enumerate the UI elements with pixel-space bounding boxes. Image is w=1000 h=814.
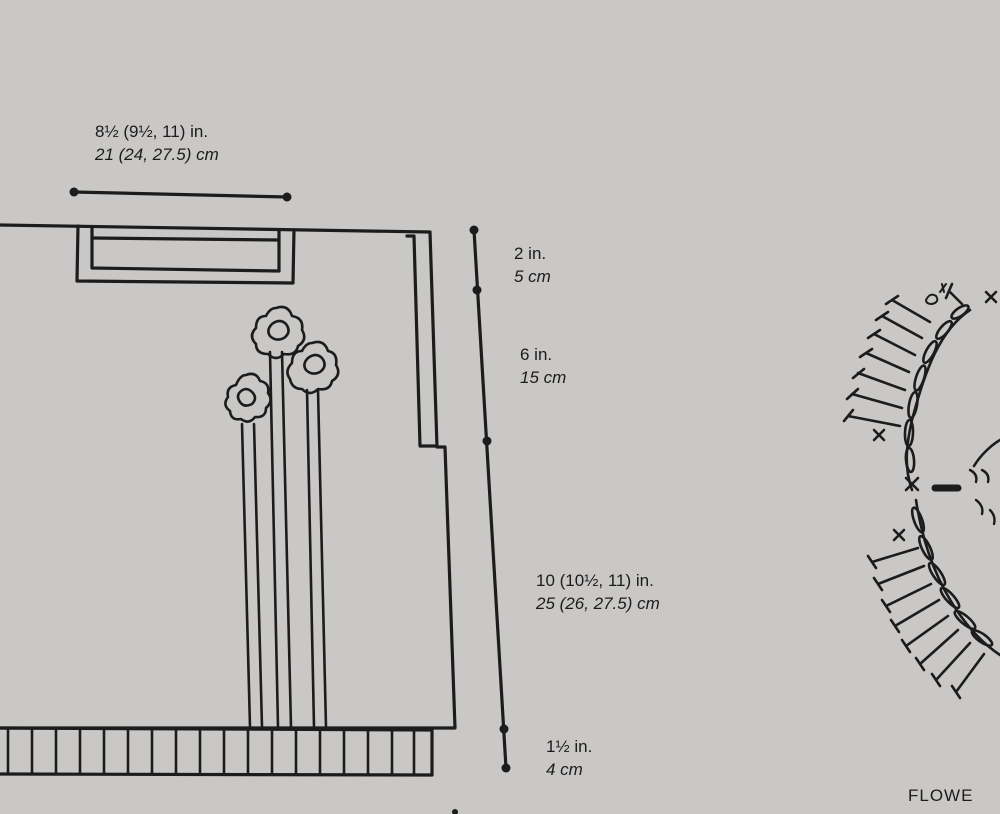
double-crochet-stitches-upper (842, 282, 964, 428)
armhole-top-cm: 5 cm (514, 267, 551, 286)
flower-right (286, 340, 340, 395)
length-dimension-line (469, 225, 511, 773)
neck-width-inches: 8½ (9½, 11) in. (95, 122, 209, 141)
ribbing-cm: 4 cm (546, 760, 583, 779)
neck-width-label: 8½ (9½, 11) in. 21 (24, 27.5) cm (95, 120, 219, 166)
double-crochet-stitches-lower (866, 546, 986, 700)
ribbing-inches: 1½ in. (546, 737, 593, 756)
armhole-label: 6 in. 15 cm (520, 343, 566, 389)
edge-dot (452, 809, 458, 814)
neckline-shape (75, 224, 296, 285)
flower-top (250, 305, 306, 360)
body-length-inches: 10 (10½, 11) in. (536, 571, 654, 590)
flower-caption: FLOWE (908, 786, 974, 805)
body-length-cm: 25 (26, 27.5) cm (536, 594, 660, 613)
armhole-inches: 6 in. (520, 345, 553, 364)
ribbing-band (0, 726, 434, 777)
armhole-top-inches: 2 in. (514, 244, 547, 263)
armhole-cm: 15 cm (520, 368, 567, 387)
garment-outline (0, 223, 457, 730)
ribbing-label: 1½ in. 4 cm (546, 735, 592, 781)
flower-motifs (224, 305, 340, 729)
crochet-flower-chart (842, 282, 1000, 700)
armhole-top-label: 2 in. 5 cm (514, 242, 551, 288)
neck-width-dimension-line (69, 187, 292, 202)
body-length-label: 10 (10½, 11) in. 25 (26, 27.5) cm (536, 569, 660, 615)
ribbing-stripes (6, 727, 416, 776)
flower-left (224, 372, 272, 423)
neck-width-cm: 21 (24, 27.5) cm (95, 145, 219, 164)
